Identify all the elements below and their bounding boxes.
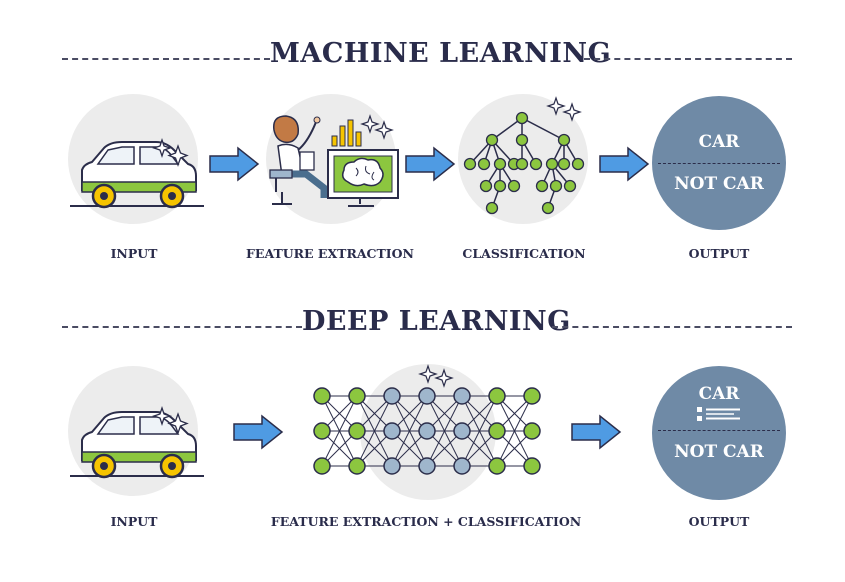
- dl-section-title: DEEP LEARNING: [302, 306, 571, 337]
- network-node: [488, 422, 506, 440]
- network-node: [523, 387, 541, 405]
- network-connection: [321, 395, 358, 467]
- network-node: [453, 457, 471, 475]
- network-connection: [391, 395, 428, 467]
- dl-output-not-car: NOT CAR: [674, 442, 764, 462]
- sparkle-icon: [151, 405, 189, 435]
- list-icon: [697, 407, 740, 421]
- network-node: [523, 422, 541, 440]
- arrow-right-icon: [599, 146, 650, 182]
- ml-step-output-label: OUTPUT: [688, 246, 750, 261]
- car-icon: [70, 411, 204, 479]
- ml-output-not-car: NOT CAR: [674, 174, 764, 194]
- ml-section-title: MACHINE LEARNING: [270, 38, 612, 69]
- network-node: [453, 387, 471, 405]
- network-connection: [426, 395, 463, 467]
- network-connection: [356, 395, 393, 467]
- sparkle-icon: [418, 364, 454, 388]
- network-node: [453, 422, 471, 440]
- person-at-computer-icon: [269, 114, 399, 207]
- dl-step-output-label: OUTPUT: [688, 514, 750, 529]
- network-node: [383, 457, 401, 475]
- dl-output-circle: CAR NOT CAR: [652, 366, 786, 500]
- ml-output-circle: CAR NOT CAR: [652, 96, 786, 230]
- network-connection: [461, 395, 498, 467]
- neural-network-icon: [313, 387, 541, 475]
- ml-step-classification-label: CLASSIFICATION: [462, 246, 586, 261]
- arrow-right-icon: [405, 146, 456, 182]
- network-node: [418, 387, 436, 405]
- network-node: [383, 422, 401, 440]
- car-icon: [70, 141, 204, 209]
- arrow-right-icon: [571, 414, 622, 450]
- arrow-right-icon: [233, 414, 284, 450]
- network-node: [418, 422, 436, 440]
- network-node: [348, 457, 366, 475]
- ml-step-feature-label: FEATURE EXTRACTION: [246, 246, 414, 261]
- dl-divider-left: [62, 326, 302, 328]
- network-node: [348, 387, 366, 405]
- dl-divider-right: [552, 326, 792, 328]
- ml-divider-left: [62, 58, 270, 60]
- arrow-right-icon: [209, 146, 260, 182]
- network-node: [383, 387, 401, 405]
- network-connection: [496, 395, 533, 467]
- network-node: [348, 422, 366, 440]
- sparkle-icon: [151, 137, 189, 167]
- network-node: [313, 387, 331, 405]
- ml-output-car: CAR: [698, 132, 740, 152]
- network-node: [488, 457, 506, 475]
- network-node: [488, 387, 506, 405]
- ml-step-input-label: INPUT: [110, 246, 158, 261]
- dl-output-divider: [658, 430, 780, 431]
- ml-output-divider: [658, 163, 780, 164]
- network-node: [313, 422, 331, 440]
- decision-tree-icon: [463, 96, 585, 215]
- network-node: [313, 457, 331, 475]
- dl-output-car: CAR: [698, 384, 740, 404]
- network-node: [523, 457, 541, 475]
- network-node: [418, 457, 436, 475]
- dl-step-feature-label: FEATURE EXTRACTION + CLASSIFICATION: [270, 514, 582, 529]
- ml-divider-right: [584, 58, 792, 60]
- dl-step-input-label: INPUT: [110, 514, 158, 529]
